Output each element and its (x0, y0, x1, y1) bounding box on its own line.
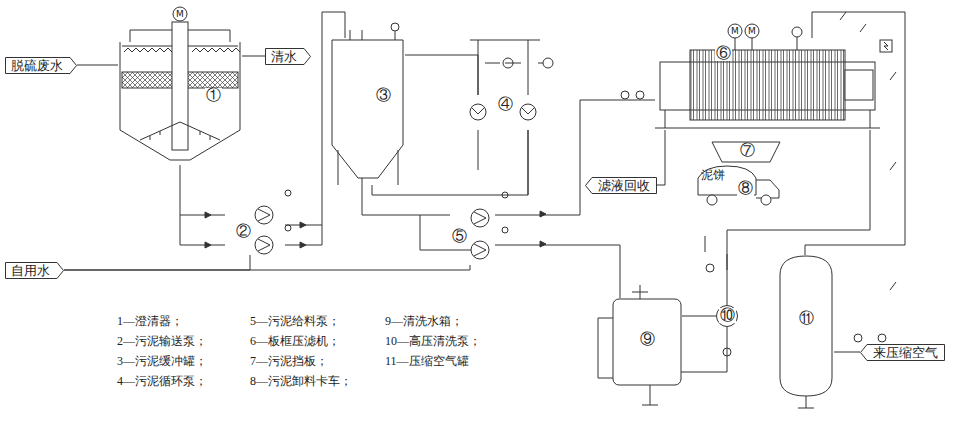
legend-text: 8—污泥卸料卡车； (250, 375, 352, 387)
legend-text: 4—污泥循环泵； (117, 375, 207, 387)
sludge-baffle: ⑦ (712, 140, 780, 162)
inlet-tag: 来压缩空气 (860, 344, 945, 361)
legend-text: 5—污泥给料泵； (250, 315, 340, 327)
callout-number: ⑥ (715, 46, 732, 61)
motor-mark: M (748, 27, 756, 36)
pipe-line (285, 12, 345, 225)
callout-number: ⑦ (739, 143, 756, 158)
callout-number: ⑧ (737, 181, 754, 196)
tag-text: 自用水 (11, 264, 50, 277)
pipe-line (495, 100, 655, 215)
pipe-line (805, 12, 905, 255)
inlet-tag: 脱硫废水 (5, 57, 77, 74)
air-tank: ⑪ (778, 255, 834, 397)
pipe-line (64, 265, 470, 270)
legend-text: 10—高压清洗泵； (385, 335, 481, 347)
tag-shape (6, 58, 77, 74)
pipe-line (242, 56, 265, 57)
filter-press: ⑥ (655, 38, 880, 130)
pipe-line (495, 245, 620, 298)
callout-number: ③ (375, 88, 392, 103)
pipe-line (362, 185, 450, 215)
tag-text: 脱硫废水 (11, 59, 63, 72)
motor-mark: M (731, 27, 739, 36)
pump-group: ④ (468, 95, 540, 130)
legend-text: 11—压缩空气罐 (385, 355, 469, 367)
pipe-line (405, 55, 478, 95)
pipe-line (180, 165, 225, 215)
legend-text: 6—板框压滤机； (250, 335, 340, 347)
legend-text: 1—澄清器； (117, 315, 183, 327)
callout-number: ⑩ (719, 308, 736, 323)
callout-number: ⑤ (451, 229, 468, 244)
tag-text: 来压缩空气 (873, 346, 938, 359)
node-text: 泥饼 (701, 169, 725, 181)
pipe-line (77, 65, 118, 66)
callout-number: ④ (497, 97, 514, 112)
tag-text: 清水 (271, 50, 297, 63)
tag-shape (6, 263, 64, 279)
tag-shape (861, 345, 945, 361)
pump-group: ⑤ (450, 205, 495, 265)
motor-mark: M (176, 10, 184, 19)
callout-number: ⑨ (639, 332, 656, 347)
clarifier: ① (118, 38, 242, 165)
pipe-line (657, 130, 665, 185)
pipe-line (372, 130, 528, 195)
tag-shape (586, 178, 657, 194)
outlet-tag: 滤液回收 (585, 177, 657, 194)
tag-shape (266, 49, 311, 65)
callout-number: ① (205, 88, 222, 103)
outlet-tag: 清水 (265, 48, 311, 65)
legend-text: 2—污泥输送泵； (117, 335, 207, 347)
tag-text: 滤液回收 (598, 179, 650, 192)
pipe-line (64, 255, 250, 270)
legend-text: 7—污泥挡板； (250, 355, 328, 367)
callout-number: ② (235, 224, 252, 239)
legend-text: 3—污泥缓冲罐； (117, 355, 207, 367)
buffer-tank: ③ (330, 38, 405, 185)
pump-group: ② (225, 200, 285, 255)
truck: 泥饼 ⑧ (695, 165, 780, 205)
wash-pump: ⑩ (716, 305, 738, 327)
pipe-line (727, 130, 870, 305)
callout-number: ⑪ (798, 311, 815, 326)
pump-circle (717, 306, 738, 327)
wash-tank: ⑨ (612, 298, 682, 386)
legend-text: 9—清洗水箱； (385, 315, 463, 327)
pipe-line (834, 352, 860, 353)
pipe-line (682, 316, 716, 317)
inlet-tag: 自用水 (5, 262, 64, 279)
